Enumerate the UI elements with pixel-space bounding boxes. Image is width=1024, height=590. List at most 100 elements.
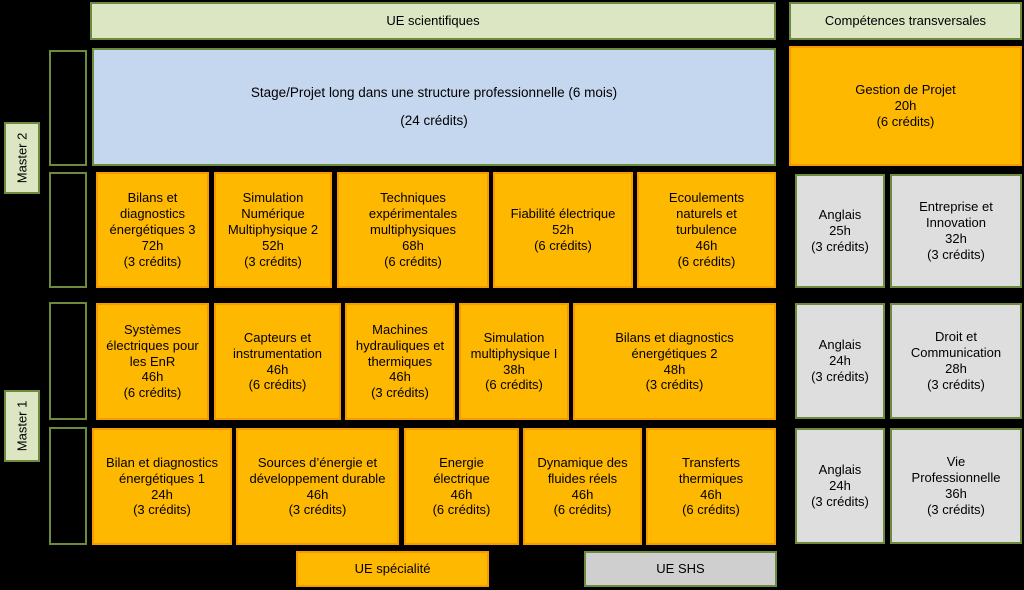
course-line-3: 32h [945,231,967,246]
course-line-1: Anglais [818,207,862,223]
course-line-2: développement durable [249,470,386,486]
course-line-1: Capteurs et [243,329,312,345]
course-line-4: (3 crédits) [288,502,347,518]
course-line-2: 24h [829,478,851,494]
course-line-1: Entreprise et [919,199,993,215]
header-competences-transversales-label: Compétences transversales [824,13,987,29]
course-line-3: (3 crédits) [811,238,869,254]
course-line-2: énergétiques 2 [631,345,718,361]
course-line-3: 36h [945,486,967,501]
course-line-4: (3 crédits) [133,502,191,518]
course-line-2: hydrauliques et [355,337,445,353]
header-ue-scientifiques: UE scientifiques [90,2,776,40]
course-line-4: (6 crédits) [432,502,491,518]
course-line-3: thermiques [367,353,433,369]
year-label-master-1-text: Master 1 [14,400,30,452]
course-line-3: 46h [306,486,329,502]
course-line-3: (6 crédits) [534,237,592,253]
gestion-de-projet-line-2: 20h [894,98,917,114]
legend-ue-shs-label: UE SHS [656,561,705,577]
course-line-5: (3 crédits) [244,253,302,269]
course-line-4: 46h [389,369,411,385]
header-ue-scientifiques-label: UE scientifiques [386,13,480,29]
course-line-5: (3 crédits) [123,253,182,269]
course-line-1: Anglais [818,337,862,353]
course-line-1: Droit et [935,329,977,345]
course-line-2: 52h [552,222,574,238]
course-line-4: (3 crédits) [927,501,985,517]
course-line-5: (6 crédits) [384,253,442,269]
course-line-3: Multiphysique 2 [227,222,319,238]
course-line-1: Bilan et diagnostics [105,454,218,470]
course-line-4: (3 crédits) [645,377,704,393]
course-line-4: 46h [695,237,718,253]
course-line-4: 46h [141,369,164,385]
course-line-4: (3 crédits) [927,376,985,392]
course-line-5: (3 crédits) [371,385,429,401]
course-line-1: Sources d’énergie et [257,454,378,470]
course-line-2: Professionnelle [911,470,1001,486]
gestion-de-projet-line-1: Gestion de Projet [855,82,956,98]
course-line-3: (3 crédits) [811,493,869,509]
course-line-3: turbulence [676,222,737,238]
course-line-3: 46h [450,486,473,502]
course-line-1: Transferts [681,454,741,470]
course-line-2: Communication [910,345,1002,361]
course-line-4: 72h [141,237,164,253]
course-line-1: Systèmes [123,321,182,337]
course-line-1: Techniques [380,190,446,206]
course-line-2: expérimentales [368,206,458,222]
course-line-4: (6 crédits) [248,377,307,393]
course-line-4: (6 crédits) [682,502,740,518]
course-line-2: 24h [829,353,851,369]
course-line-1: Vie [946,454,966,470]
gestion-de-projet: Gestion de Projet 20h (6 crédits) [789,46,1022,166]
course-line-1: Ecoulements [668,190,745,206]
course-line-2: électriques pour [106,337,199,353]
course-line-1: Anglais [818,462,862,478]
year-label-master-2: Master 2 [4,122,40,194]
course-line-2: Innovation [926,215,986,231]
course-line-3: énergétiques 3 [109,222,196,238]
course-line-1: Machines [372,321,428,337]
semester-box-m2-s4 [49,50,87,166]
course-line-4: (6 crédits) [485,377,543,393]
course-line-4: 68h [402,237,424,253]
course-line-1: Bilans et diagnostics [615,329,734,345]
course-line-5: (6 crédits) [123,385,182,401]
stage-projet-long: Stage/Projet long dans une structure pro… [92,48,776,166]
course-line-3: multiphysiques [370,222,456,238]
course-line-1: Simulation [483,329,545,345]
course-line-1: Fiabilité électrique [510,206,616,222]
course-line-3: 24h [151,486,173,502]
course-line-2: fluides réels [547,470,618,486]
course-line-3: 46h [700,486,722,502]
course-line-2: thermiques [678,470,744,486]
stage-line-1: Stage/Projet long dans une structure pro… [250,84,618,100]
course-line-2: électrique [433,470,490,486]
course-line-2: Numérique [241,206,305,222]
year-label-master-2-text: Master 2 [14,132,30,184]
course-line-2: instrumentation [233,345,322,361]
course-line-1: Simulation [242,190,304,206]
legend-ue-shs: UE SHS [584,551,777,587]
